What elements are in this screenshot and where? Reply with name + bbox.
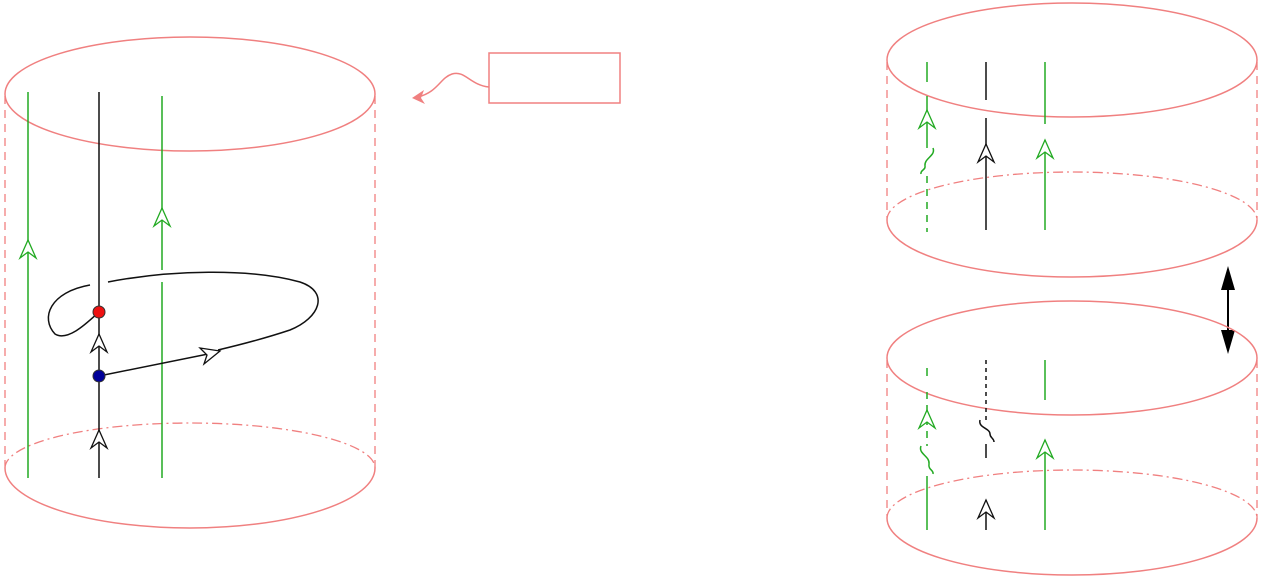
tr-green-strand-2-arrowhead-icon bbox=[1035, 138, 1055, 161]
br-green-strand-2-arrowhead-icon bbox=[1035, 438, 1055, 461]
left-closed-loop-back bbox=[107, 271, 319, 351]
left-cylinder-bottom-rim-back bbox=[4, 422, 376, 469]
left-cylinder-top-rim bbox=[4, 36, 376, 152]
top-right-cylinder bbox=[886, 2, 1258, 278]
red-vertex bbox=[92, 305, 106, 319]
br-black-strand-squiggle bbox=[979, 419, 995, 443]
left-cylinder bbox=[4, 36, 376, 529]
bottom-right-cylinder-bottom-rim-back bbox=[886, 469, 1258, 519]
br-black-strand-arrowhead-icon bbox=[976, 498, 996, 521]
label-box bbox=[488, 52, 621, 104]
top-right-cylinder-top-rim bbox=[886, 2, 1258, 118]
left-outgoing-edge bbox=[98, 351, 219, 377]
left-green-strand-1-arrowhead-icon bbox=[18, 238, 38, 261]
label-callout bbox=[412, 52, 621, 104]
bottom-right-cylinder-bottom-rim-front bbox=[886, 517, 1258, 576]
left-cylinder-bottom-rim-front bbox=[4, 467, 376, 529]
bottom-right-cylinder bbox=[886, 300, 1258, 576]
squiggle-arrowhead-icon bbox=[412, 90, 425, 104]
squiggle-arrow-icon bbox=[417, 72, 490, 98]
tr-green-strand-1-arrowhead-icon bbox=[917, 108, 937, 131]
left-closed-loop-front bbox=[47, 284, 100, 337]
tr-green-strand-1-squiggle bbox=[920, 147, 935, 175]
top-right-cylinder-bottom-rim-back bbox=[886, 171, 1258, 221]
left-black-strand-arrowhead-icon-2 bbox=[89, 428, 109, 451]
double-headed-arrow-icon bbox=[1221, 266, 1235, 354]
tr-black-strand-arrowhead-icon bbox=[976, 142, 996, 165]
left-black-strand-arrowhead-icon-1 bbox=[89, 332, 109, 355]
left-outgoing-edge-arrowhead-icon bbox=[198, 347, 222, 366]
br-green-strand-1-squiggle bbox=[919, 445, 934, 475]
left-green-strand-2-arrowhead-icon bbox=[152, 206, 172, 229]
bottom-right-cylinder-top-rim bbox=[886, 300, 1258, 416]
blue-vertex bbox=[92, 369, 106, 383]
br-green-strand-1-arrowhead-icon bbox=[917, 408, 937, 431]
top-right-cylinder-bottom-rim-front bbox=[886, 219, 1258, 278]
